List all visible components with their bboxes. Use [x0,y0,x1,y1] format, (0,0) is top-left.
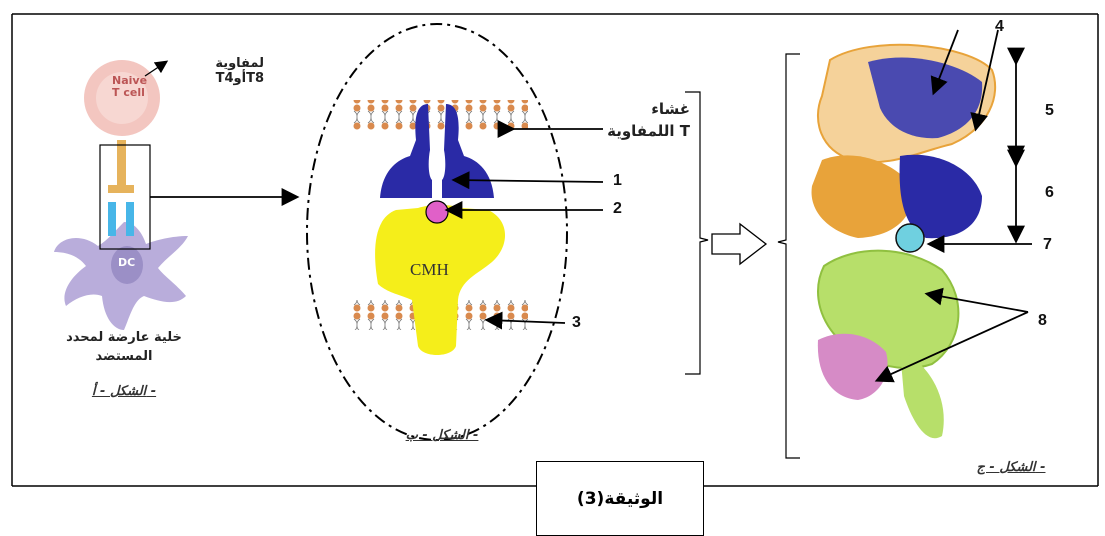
label-4: 4 [995,18,1004,35]
apc-label-line2: المستضد [95,349,153,364]
naive-label-line1: Naive [112,74,148,87]
caption-c: الشكل - ج - [976,460,1046,475]
naive-t-cell-label: Naive T cell [112,74,148,99]
label-5: 5 [1045,102,1054,119]
naive-label-line2: T cell [112,86,145,99]
label-7: 7 [1043,236,1052,253]
right-bracket [685,91,709,375]
apc-label: خلية عارضة لمحدد المستضد [22,328,226,366]
t-cell-membrane [353,100,528,130]
membrane-label-line2: اللمفاوية T [607,122,690,140]
panel-c-illustration [777,29,1032,459]
hollow-arrow [711,222,768,266]
document-label: الوثيقة(3) [576,488,664,509]
panel-a-illustration [54,60,300,330]
zoom-ellipse [306,23,568,441]
lymphocyte-label: لمفاوية T4أوT8 [188,56,264,86]
membrane-label: غشاء اللمفاوية T [594,98,690,142]
tcr-left-chain [380,104,432,198]
lymph-label-line2: T4أوT8 [215,71,264,86]
label-1: 1 [613,172,622,189]
caption-b: الشكل - ب - [405,428,479,443]
membrane-label-line1: غشاء [651,100,690,118]
dc-label: DC [118,256,136,269]
cmh-label: CMH [410,260,449,279]
label-3: 3 [572,314,581,331]
antigen-peptide [425,200,449,224]
document-label-box: الوثيقة(3) [536,461,704,536]
frame [11,13,1099,487]
apc-label-line1: خلية عارضة لمحدد [66,330,182,345]
left-bracket [777,53,800,459]
lymph-label-line1: لمفاوية [215,56,264,71]
apc-nucleus [111,246,143,284]
label-8: 8 [1038,312,1047,329]
label-6: 6 [1045,184,1054,201]
cmh-molecule [375,205,506,355]
caption-a: الشكل - أ - [91,384,157,399]
panel-b-illustration [306,23,768,441]
label-2: 2 [613,200,622,217]
peptide-structure [895,223,925,253]
